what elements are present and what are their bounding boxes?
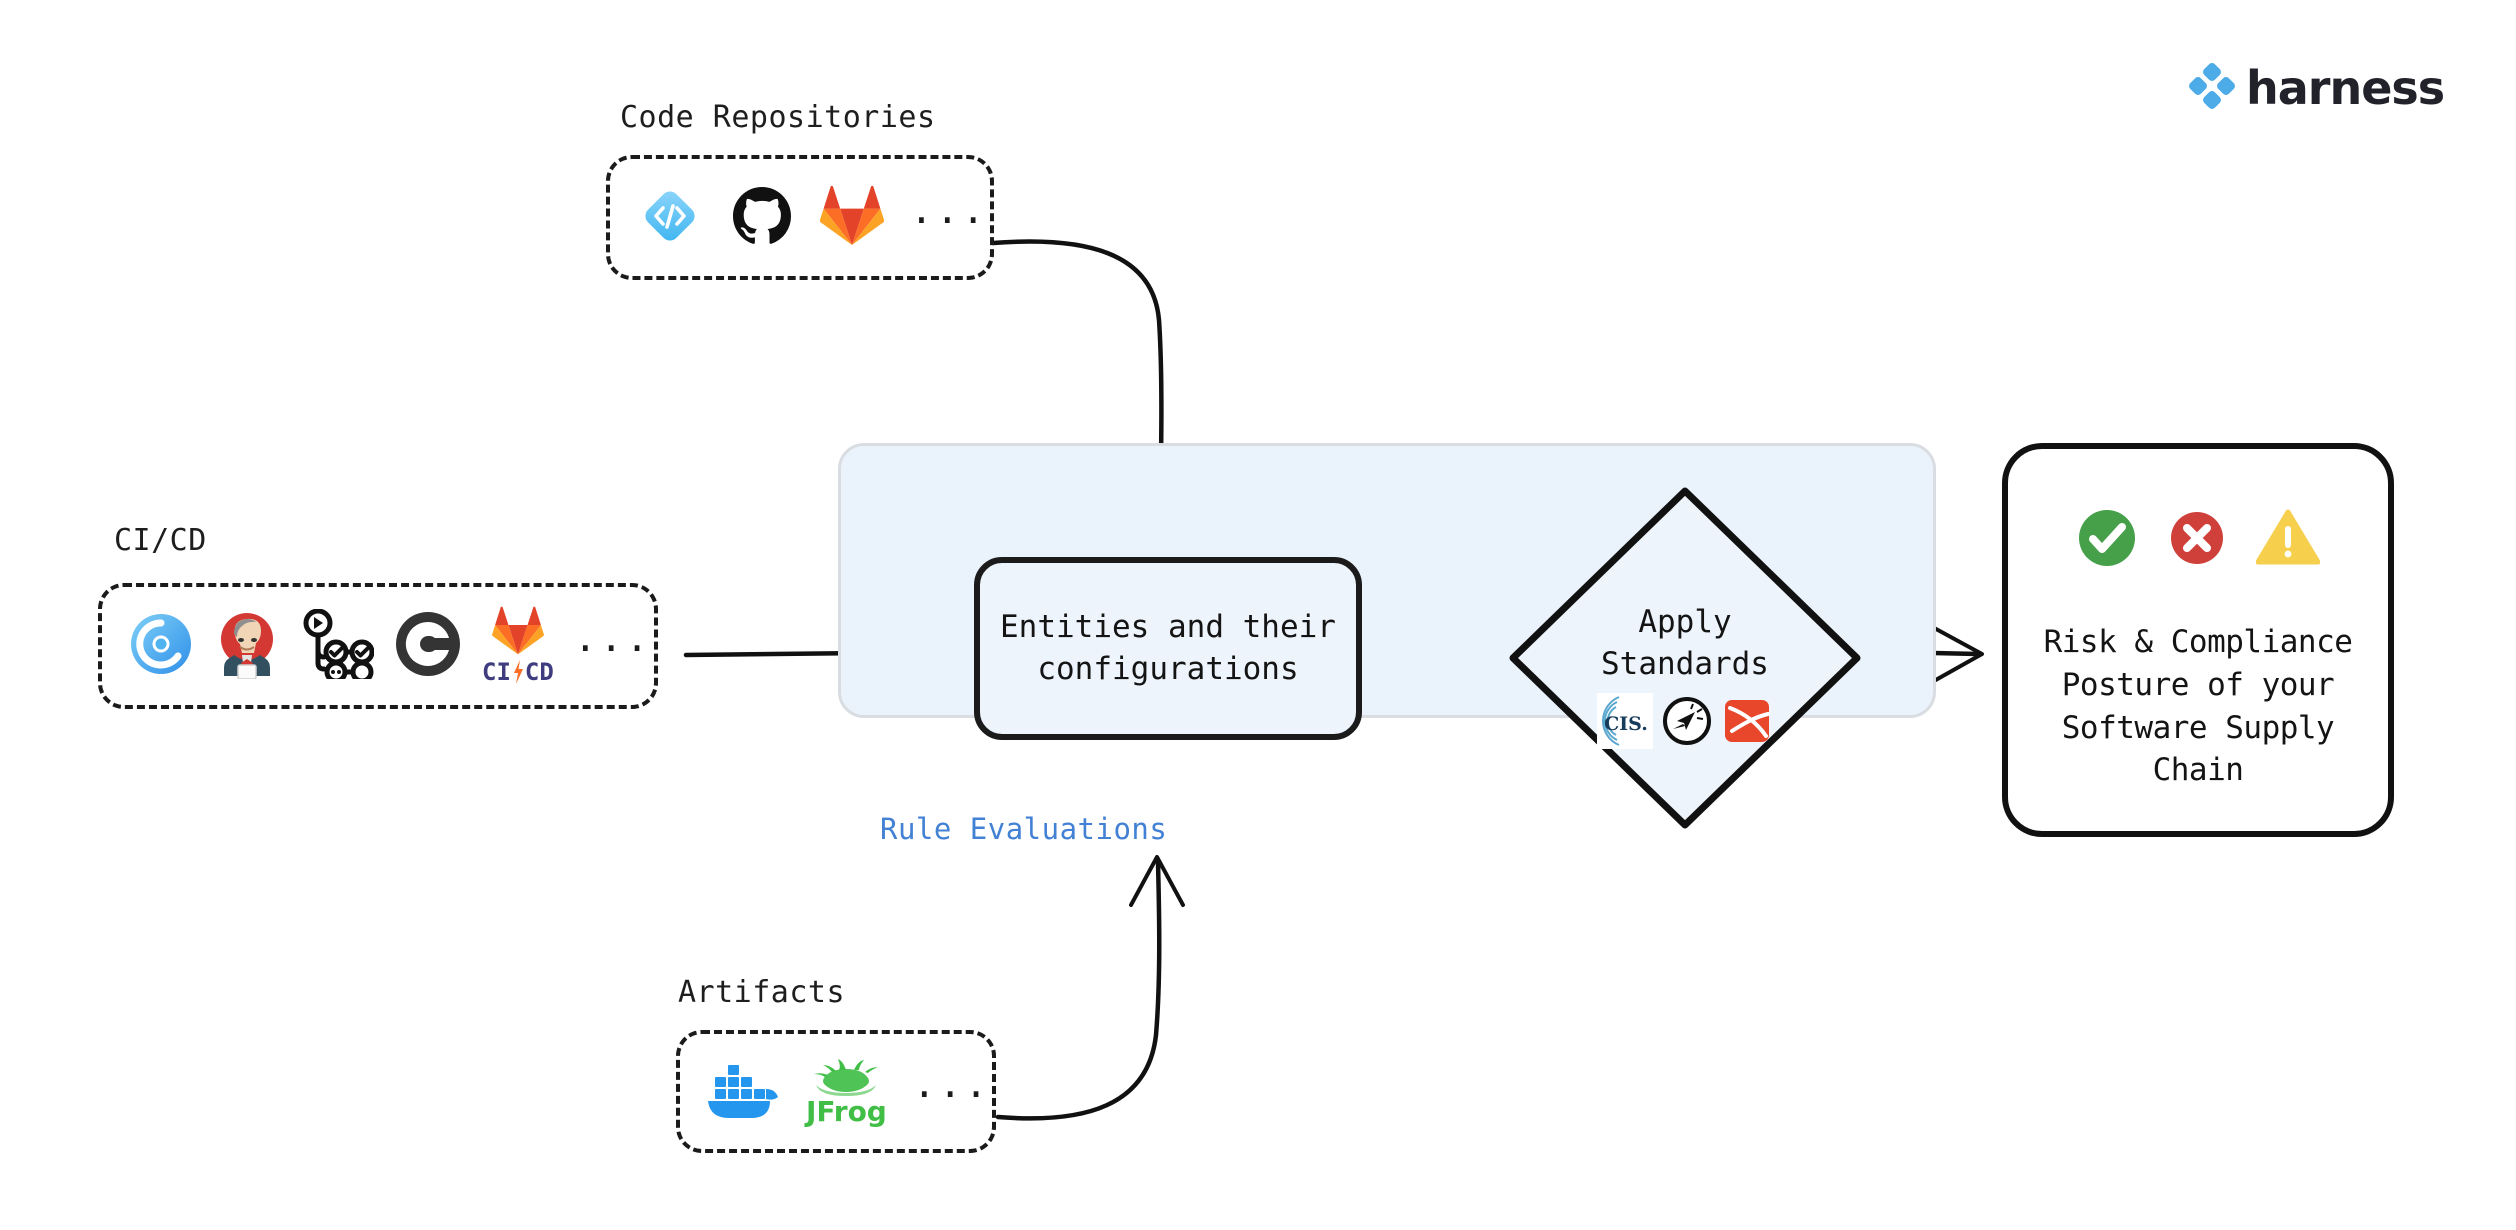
owasp-icon[interactable] bbox=[1721, 695, 1773, 751]
status-icon-group bbox=[2076, 507, 2321, 573]
harness-ci-icon[interactable] bbox=[128, 611, 194, 681]
gitlab-cicd-icon[interactable]: CI CD bbox=[482, 606, 554, 686]
artifacts-label: Artifacts bbox=[678, 975, 846, 1010]
lightning-bolt-icon bbox=[513, 660, 523, 684]
github-actions-icon[interactable] bbox=[300, 608, 375, 684]
code-repositories-label: Code Repositories bbox=[620, 100, 936, 135]
warning-triangle-icon bbox=[2255, 509, 2321, 571]
ci-cd-ellipsis: ... bbox=[573, 616, 652, 661]
docker-icon[interactable] bbox=[706, 1059, 780, 1125]
jenkins-icon[interactable] bbox=[214, 609, 280, 683]
slsa-icon[interactable] bbox=[1661, 695, 1713, 751]
circleci-icon[interactable] bbox=[394, 610, 462, 682]
output-line-4: Chain bbox=[2152, 752, 2244, 789]
jfrog-wordmark: JFrog bbox=[806, 1094, 887, 1128]
harness-diamond-icon bbox=[2188, 62, 2236, 114]
artifacts-ellipsis: ... bbox=[912, 1061, 991, 1106]
apply-standards-line-1: Apply bbox=[1638, 604, 1732, 640]
gitlab-icon[interactable] bbox=[819, 185, 885, 251]
apply-standards-diamond[interactable]: Apply Standards CIS. bbox=[1505, 483, 1865, 833]
error-circle-icon bbox=[2166, 507, 2228, 573]
ci-cd-label: CI/CD bbox=[114, 523, 207, 558]
harness-code-icon[interactable] bbox=[636, 182, 704, 254]
output-line-3: Software Supply bbox=[2061, 709, 2335, 746]
gitlab-ci-text: CI bbox=[482, 658, 511, 686]
output-line-1: Risk & Compliance bbox=[2043, 624, 2353, 660]
artifacts-box[interactable]: JFrog ... bbox=[676, 1030, 996, 1153]
output-line-2: Posture of your bbox=[2061, 666, 2335, 703]
rule-evaluations-label: Rule Evaluations bbox=[880, 812, 1168, 846]
entities-and-configurations-box[interactable]: Entities and their configurations bbox=[974, 557, 1362, 740]
apply-standards-line-2: Standards bbox=[1601, 646, 1769, 683]
code-repositories-ellipsis: ... bbox=[910, 187, 988, 232]
entities-line-2: configurations bbox=[1037, 650, 1299, 687]
cis-icon[interactable]: CIS. bbox=[1597, 693, 1653, 753]
code-repositories-box[interactable]: ... bbox=[606, 155, 994, 280]
output-text: Risk & Compliance Posture of your Softwa… bbox=[2044, 621, 2353, 792]
harness-logo: harness bbox=[2188, 61, 2445, 115]
github-icon[interactable] bbox=[730, 184, 794, 252]
ci-cd-box[interactable]: CI CD ... bbox=[98, 583, 658, 709]
jfrog-icon[interactable]: JFrog bbox=[806, 1058, 887, 1128]
check-circle-icon bbox=[2076, 507, 2138, 573]
entities-line-1: Entities and their bbox=[1000, 608, 1336, 645]
risk-compliance-output-box[interactable]: Risk & Compliance Posture of your Softwa… bbox=[2002, 443, 2394, 837]
harness-wordmark: harness bbox=[2246, 61, 2445, 115]
gitlab-cd-text: CD bbox=[524, 658, 554, 686]
svg-text:CIS.: CIS. bbox=[1604, 713, 1648, 735]
